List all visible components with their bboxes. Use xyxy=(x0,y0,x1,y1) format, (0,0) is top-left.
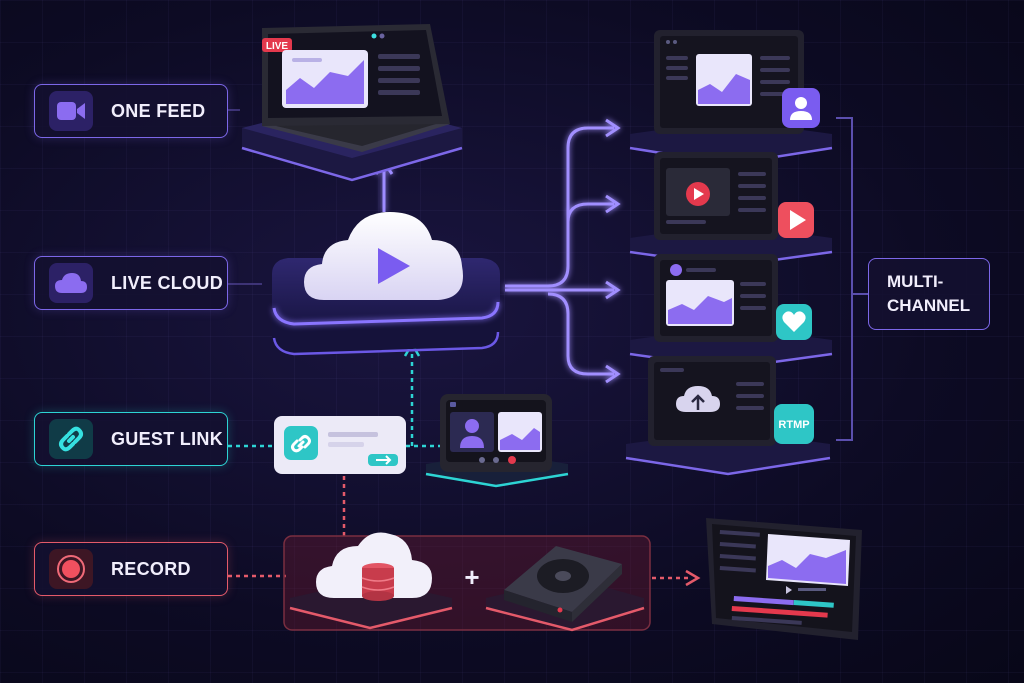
one-feed-text: ONE FEED xyxy=(111,100,206,121)
multi-channel-label: MULTI- CHANNEL xyxy=(868,258,990,330)
guest-video-call-device xyxy=(425,394,569,488)
record-storage-area: + xyxy=(283,532,651,632)
live-badge xyxy=(262,38,292,52)
guest-link-text: GUEST LINK xyxy=(111,428,224,449)
video-camera-icon xyxy=(49,91,93,131)
link-icon xyxy=(49,419,93,459)
rtmp-badge-text: RTMP xyxy=(778,419,809,431)
live-cloud-platform xyxy=(272,212,500,356)
live-cloud-text: LIVE CLOUD xyxy=(111,272,224,293)
guest-link-label: GUEST LINK xyxy=(34,412,228,466)
guest-link-card[interactable] xyxy=(272,414,410,478)
laptop-live-preview: LIVE xyxy=(241,24,463,182)
record-dotted-lines xyxy=(228,476,692,580)
record-arrow-right xyxy=(685,569,701,587)
play-icon xyxy=(378,248,410,284)
record-icon xyxy=(49,549,93,589)
guest-link-dotted-lines xyxy=(228,352,440,448)
arrows-to-channels xyxy=(505,118,621,384)
rtmp-badge xyxy=(774,404,814,444)
multi-channel-bracket xyxy=(836,117,853,441)
channel-card-social xyxy=(629,254,833,370)
multi-channel-line2: CHANNEL xyxy=(887,296,971,315)
channel-card-rtmp: RTMP xyxy=(625,356,831,476)
record-text: RECORD xyxy=(111,558,191,579)
live-cloud-label: LIVE CLOUD xyxy=(34,256,228,310)
one-feed-label: ONE FEED xyxy=(34,84,228,138)
plus-sign: + xyxy=(464,562,479,592)
cloud-icon xyxy=(49,263,93,303)
video-editor-monitor xyxy=(706,518,862,640)
live-badge-text: LIVE xyxy=(266,41,289,52)
record-label: RECORD xyxy=(34,542,228,596)
multi-channel-line1: MULTI- xyxy=(887,272,944,291)
